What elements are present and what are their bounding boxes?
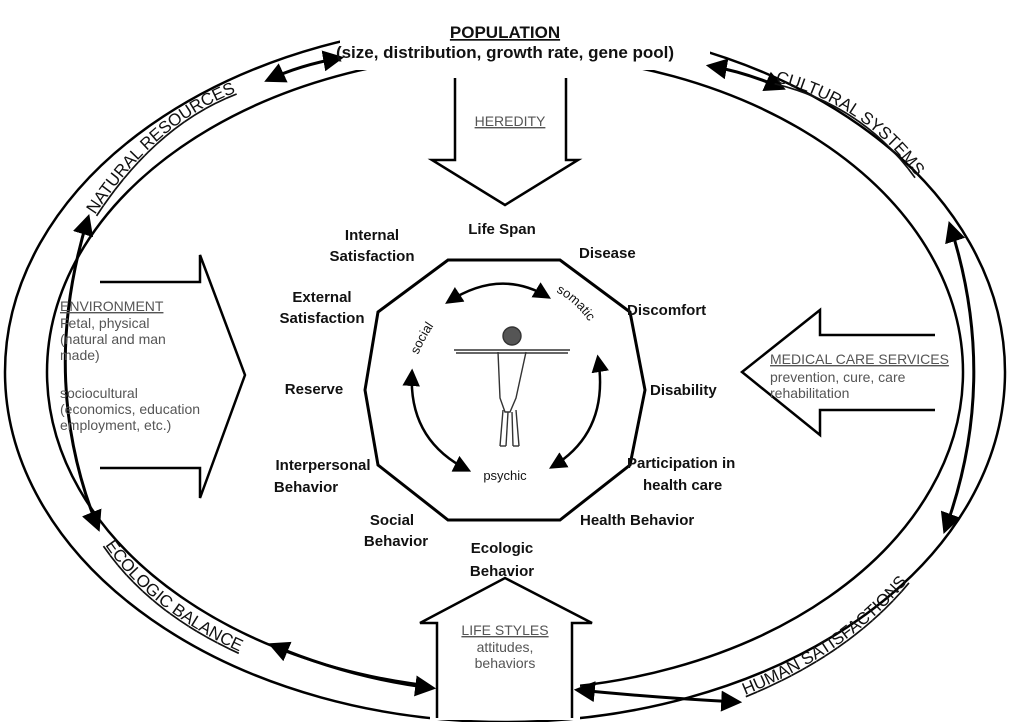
internal-satisfaction-label-2: Satisfaction: [329, 248, 414, 265]
participation-label-1: Participation in: [627, 455, 735, 472]
arrow-ecologic-lifestyles: [268, 641, 437, 697]
external-satisfaction-label-1: External: [292, 289, 351, 306]
arrow-cultural-human: [940, 221, 976, 534]
reserve-label: Reserve: [285, 381, 343, 398]
disability-label: Disability: [650, 382, 717, 399]
environment-line-1: Fetal, physical: [60, 315, 149, 331]
psychic-label: psychic: [483, 468, 527, 483]
environment-title: ENVIRONMENT: [60, 298, 164, 314]
human-figure-icon: [454, 326, 570, 447]
ecologic-behavior-label-1: Ecologic: [471, 540, 534, 557]
internal-satisfaction-label-1: Internal: [345, 227, 399, 244]
medical-care-line-1: prevention, cure, care: [770, 369, 906, 385]
natural-resources-label: NATURAL RESOURCES: [83, 78, 238, 217]
environment-line-5: sociocultural: [60, 385, 138, 401]
arrow-population-cultural: [705, 58, 786, 91]
somatic-psychic-arrow: [549, 354, 609, 469]
lifestyles-line-1: attitudes,: [477, 639, 534, 655]
social-behavior-label-2: Behavior: [364, 533, 428, 550]
health-behavior-label: Health Behavior: [580, 512, 694, 529]
arrow-natres-ecologic: [63, 213, 102, 532]
discomfort-label: Discomfort: [627, 302, 706, 319]
medical-care-arrow: [740, 307, 935, 438]
participation-label-2: health care: [643, 477, 722, 494]
environment-arrow: [100, 254, 247, 499]
environment-line-3: made): [60, 347, 100, 363]
social-somatic-arrow: [445, 282, 551, 304]
population-title: POPULATION: [450, 23, 560, 42]
ecologic-balance-label: ECOLOGIC BALANCE: [102, 536, 246, 655]
disease-label: Disease: [579, 245, 636, 262]
human-satisfactions-label: HUMAN SATISFACTIONS: [739, 572, 910, 699]
external-satisfaction-label-2: Satisfaction: [279, 310, 364, 327]
lifestyles-arrow: [419, 576, 593, 718]
environment-line-6: (economics, education: [60, 401, 200, 417]
ecologic-behavior-label-2: Behavior: [470, 563, 534, 580]
life-span-label: Life Span: [468, 221, 536, 238]
lifestyles-title: LIFE STYLES: [461, 622, 548, 638]
interpersonal-label-1: Interpersonal: [275, 457, 370, 474]
arrow-lifestyles-human: [573, 681, 743, 712]
environment-line-7: employment, etc.): [60, 417, 171, 433]
environment-line-2: (natural and man: [60, 331, 166, 347]
arrow-natres-population: [264, 50, 345, 83]
interpersonal-label-2: Behavior: [274, 479, 338, 496]
social-behavior-label-1: Social: [370, 512, 414, 529]
heredity-label: HEREDITY: [475, 113, 546, 129]
medical-care-line-2: rehabilitation: [770, 385, 849, 401]
medical-care-title: MEDICAL CARE SERVICES: [770, 351, 949, 367]
lifestyles-line-2: behaviors: [475, 655, 536, 671]
heredity-arrow: [427, 78, 583, 207]
population-subtitle: (size, distribution, growth rate, gene p…: [336, 43, 674, 62]
social-psychic-arrow: [402, 368, 472, 472]
